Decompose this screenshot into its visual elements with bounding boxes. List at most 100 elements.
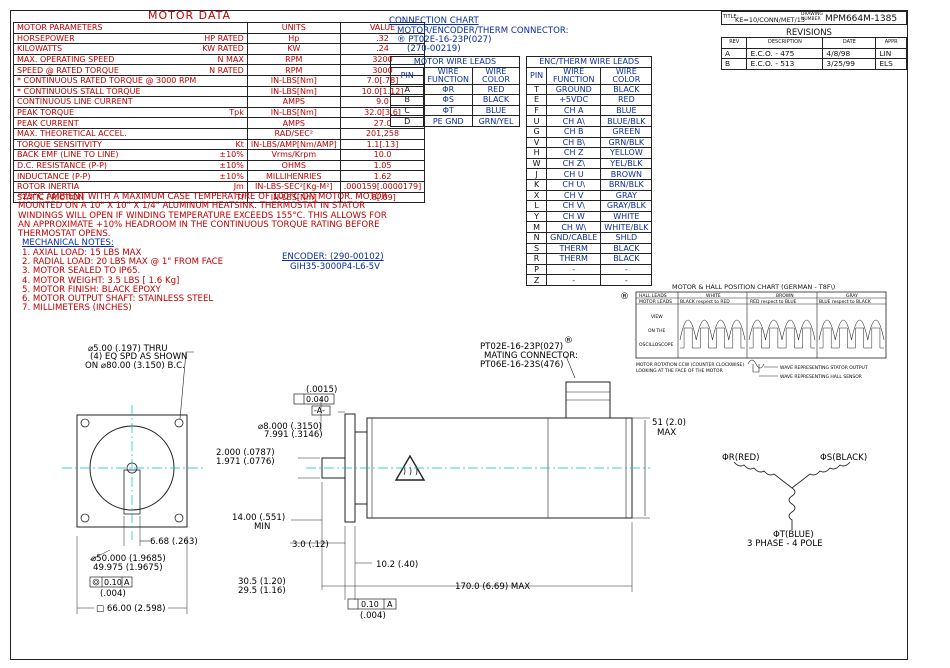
pin-col: PIN <box>525 66 548 85</box>
drawing-label: DRAWING NUMBER <box>801 12 823 22</box>
connector-label-3: PT06E-16-23S(476) <box>480 360 563 370</box>
color-cell: BLACK <box>600 253 653 265</box>
color-col: WIRE COLOR <box>472 66 520 85</box>
tol-datum: A <box>124 578 130 587</box>
shaft-dia-1: ⌀8.000 (.3150) <box>258 422 322 432</box>
phase-s-label: ΦS(BLACK) <box>820 453 867 463</box>
mount-hole-icon <box>80 513 90 523</box>
hall-col-2: BROWN <box>776 293 794 299</box>
encoder-part: GIH35-3000P4-L6-5V <box>290 262 381 272</box>
pilot-dim-2: 49.975 (1.9675) <box>93 563 163 573</box>
pin-cell: P <box>525 263 548 276</box>
view-line-1: VIEW <box>651 314 663 320</box>
hole-note-1: ⌀5.00 (.197) THRU <box>88 344 168 354</box>
stator-waveform <box>818 319 885 341</box>
key-dim: 6.68 (.263) <box>150 537 198 547</box>
connection-chart-heading: CONNECTION CHART <box>389 16 479 26</box>
title-label: TITLE: <box>723 14 739 20</box>
encoder-label: ENCODER: (290-00102) <box>282 252 384 262</box>
motor-leads-label: MOTOR LEADS <box>639 299 672 305</box>
schematic-caption: 3 PHASE - 4 POLE <box>747 539 823 549</box>
motor-data-heading: MOTOR DATA <box>148 9 232 22</box>
mechanical-notes-heading: MECHANICAL NOTES: <box>22 238 114 248</box>
stator-waveform <box>748 319 816 341</box>
color-cell: - <box>600 263 653 276</box>
hall-sensor-waveform <box>819 327 884 349</box>
perp-inch: (.0015) <box>306 385 337 395</box>
hall-col-1: WHITE <box>706 293 721 299</box>
hall-leads-label: HALL LEADS <box>639 293 667 299</box>
hall-chart: ® HALL LEADS MOTOR LEADS WHITE BLACK res… <box>620 291 887 380</box>
hall-waveforms <box>679 319 885 349</box>
hole-note-3: ON ⌀80.00 (3.150) B.C. <box>85 361 185 371</box>
mechanical-note-item: 2. RADIAL LOAD: 20 LBS MAX @ 1" FROM FAC… <box>22 257 224 268</box>
ambient-note-line: *25°C AMBIENT WITH A MAXIMUM CASE TEMPER… <box>18 192 388 202</box>
view-line-3: OSCILLOSCOPE <box>639 342 674 348</box>
body-length: 170.0 (6.69) MAX <box>455 582 530 592</box>
stator-wave-legend: WAVE REPRESENTING STATOR OUTPUT <box>780 365 868 371</box>
mechanical-note-item: 5. MOTOR FINISH: BLACK EPOXY <box>22 284 161 295</box>
mechanical-note-item: 4. MOTOR WEIGHT: 3.5 LBS [ 1.6 Kg] <box>22 275 180 286</box>
ambient-note-line: AN APPROXIMATE +10% HEADROOM IN THE CONT… <box>18 219 380 230</box>
param-name: STATIC FRICTION <box>13 191 200 204</box>
mechanical-note-item: 7. MILLIMETERS (INCHES) <box>22 303 132 314</box>
rotation-note-2: LOOKING AT THE FACE OF THE MOTOR <box>636 368 723 374</box>
hall-chart-heading: MOTOR & HALL POSITION CHART (GERMAN - T8… <box>672 283 836 291</box>
hall-sensor-waveform <box>680 327 745 349</box>
color-col: WIRE COLOR <box>600 66 653 85</box>
mechanical-note-item: 6. MOTOR OUTPUT SHAFT: STAINLESS STEEL <box>22 294 214 304</box>
revision-mark-icon: ® <box>564 336 573 346</box>
pilot-length: 10.2 (.40) <box>376 560 418 570</box>
key-length-min: MIN <box>254 522 270 532</box>
shaft-dia-2: 7.991 (.3146) <box>264 430 323 440</box>
mechanical-note-item: 1. AXIAL LOAD: 15 LBS MAX <box>22 248 142 258</box>
wire-lead-row: Z-- <box>525 274 653 286</box>
wire-lead-row: P-- <box>525 263 653 276</box>
hall-wave-legend: WAVE REPRESENTING HALL SENSOR <box>780 374 862 380</box>
pin-cell: R <box>525 253 548 265</box>
phase-t-label: ΦT(BLUE) <box>773 530 814 540</box>
hall-sensor-waveform <box>749 327 815 349</box>
pin-cell: D <box>389 115 425 127</box>
ambient-note-line: WINDINGS WILL OPEN IF WINDING TEMPERATUR… <box>18 210 387 221</box>
revisions-heading: REVISIONS <box>786 28 832 38</box>
hole-note-2: (4) EQ SPD AS SHOWN <box>90 352 188 362</box>
ambient-note-line: THERMOSTAT OPENS. <box>18 229 111 240</box>
perp-value: 0.040 <box>306 395 329 404</box>
revision-mark-icon: ® <box>620 292 629 302</box>
connector-label-1: PT02E-16-23P(027) <box>480 342 563 352</box>
color-cell: GRN/YEL <box>472 115 520 127</box>
pin-col: PIN <box>389 66 425 85</box>
runout-datum: A <box>387 600 393 609</box>
height-dim: 51 (2.0) <box>652 418 686 428</box>
rev-cell: B <box>720 58 748 70</box>
motor-col-1: BLACK respect to RED <box>680 299 730 305</box>
shaft-dim-2: 1.971 (.0776) <box>216 457 275 467</box>
stator-waveform <box>679 319 746 341</box>
ambient-note-line: MOUNTED ON A 10" X 10" X 1/4" ALUMINUM H… <box>18 201 366 212</box>
connector-label-2: MATING CONNECTOR: <box>484 351 578 361</box>
phase-r-label: ΦR(RED) <box>722 453 759 463</box>
motor-col-2: RED respect to BLUE <box>750 299 797 305</box>
mount-hole-icon <box>174 418 184 428</box>
concentricity-icon <box>92 578 100 586</box>
motor-col-3: BLUE respect to BLACK <box>819 299 872 305</box>
date-cell: 3/25/99 <box>822 58 877 70</box>
runout-value: 0.10 <box>361 600 379 609</box>
shaft-ext-1: 30.5 (1.20) <box>238 577 286 587</box>
height-max: MAX <box>657 428 676 438</box>
color-cell: - <box>600 274 653 286</box>
mount-hole-icon <box>80 418 90 428</box>
rotation-note: MOTOR ROTATION CCW (COUNTER CLOCKWISE) <box>636 362 744 368</box>
square-dim: □ 66.00 (2.598) <box>96 604 166 614</box>
